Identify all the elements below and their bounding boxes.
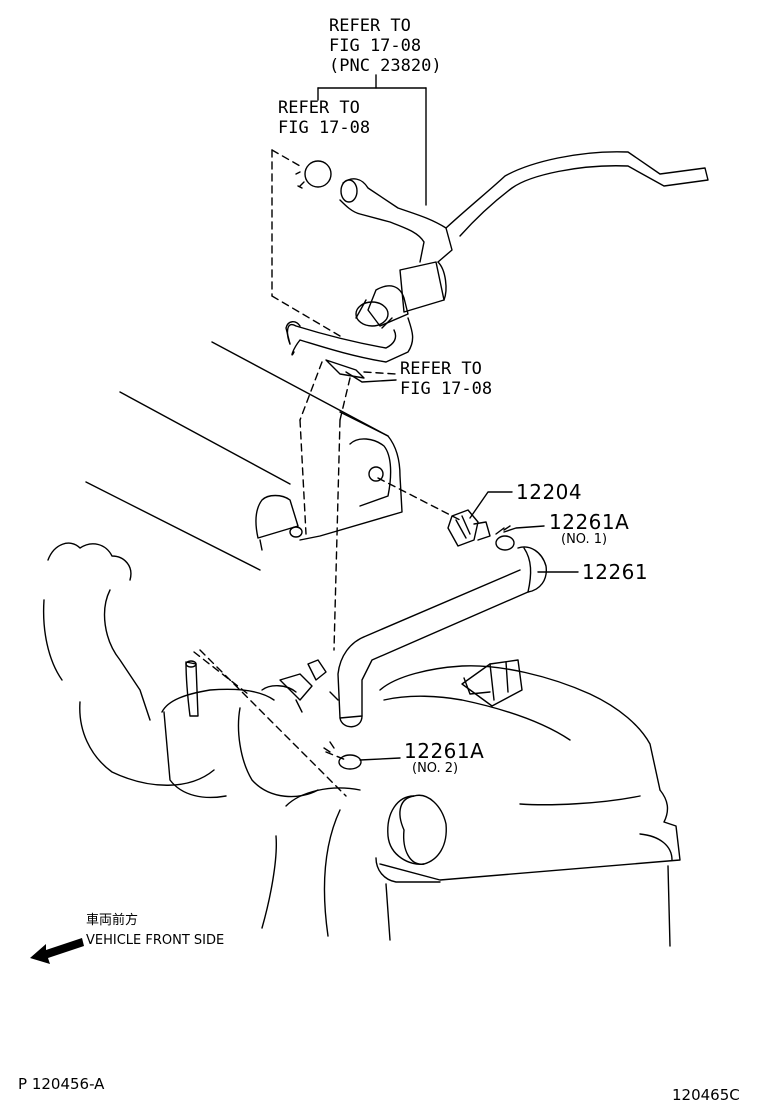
clip-circle-top (295, 160, 332, 189)
part-number-12261: 12261 (582, 560, 649, 584)
clip-12261a-no2 (323, 741, 362, 770)
direction-japanese: 車両前方 (86, 913, 139, 928)
ref-second-line1: REFER TO (278, 98, 360, 118)
clip-12261a-no1 (495, 525, 515, 551)
ref-top-line1: REFER TO (329, 16, 411, 36)
part-number-12261a-no1: 12261A (549, 510, 630, 534)
engine-block-left (42, 542, 275, 799)
part-number-12204: 12204 (516, 480, 583, 504)
hose-assembly-upper (285, 151, 709, 363)
part-sub-no2: (NO. 2) (412, 761, 459, 776)
valve-cover-right (375, 659, 681, 947)
intake-manifold (237, 659, 361, 937)
part-number-12261a-no2: 12261A (404, 739, 485, 763)
ref-third-line1: REFER TO (400, 359, 482, 379)
ref-top-line2: FIG 17-08 (329, 36, 422, 56)
hose-12261 (337, 546, 547, 728)
cylinder-head-outline (85, 341, 403, 571)
leader-lines (345, 371, 579, 761)
clip-small-mid (325, 359, 365, 379)
footer-right-code: 120465C (672, 1086, 740, 1104)
ref-top-line3: (PNC 23820) (329, 56, 442, 76)
footer-left-code: P 120456-A (18, 1075, 105, 1093)
ref-second-line2: FIG 17-08 (278, 118, 371, 138)
reference-bracket (317, 74, 427, 206)
part-sub-no1: (NO. 1) (561, 532, 608, 547)
ref-third-line2: FIG 17-08 (400, 379, 493, 399)
pcv-valve-12204 (447, 509, 491, 547)
front-direction-arrow-icon (30, 938, 84, 964)
dashed-reference-lines (193, 149, 461, 797)
direction-english: VEHICLE FRONT SIDE (86, 933, 225, 948)
